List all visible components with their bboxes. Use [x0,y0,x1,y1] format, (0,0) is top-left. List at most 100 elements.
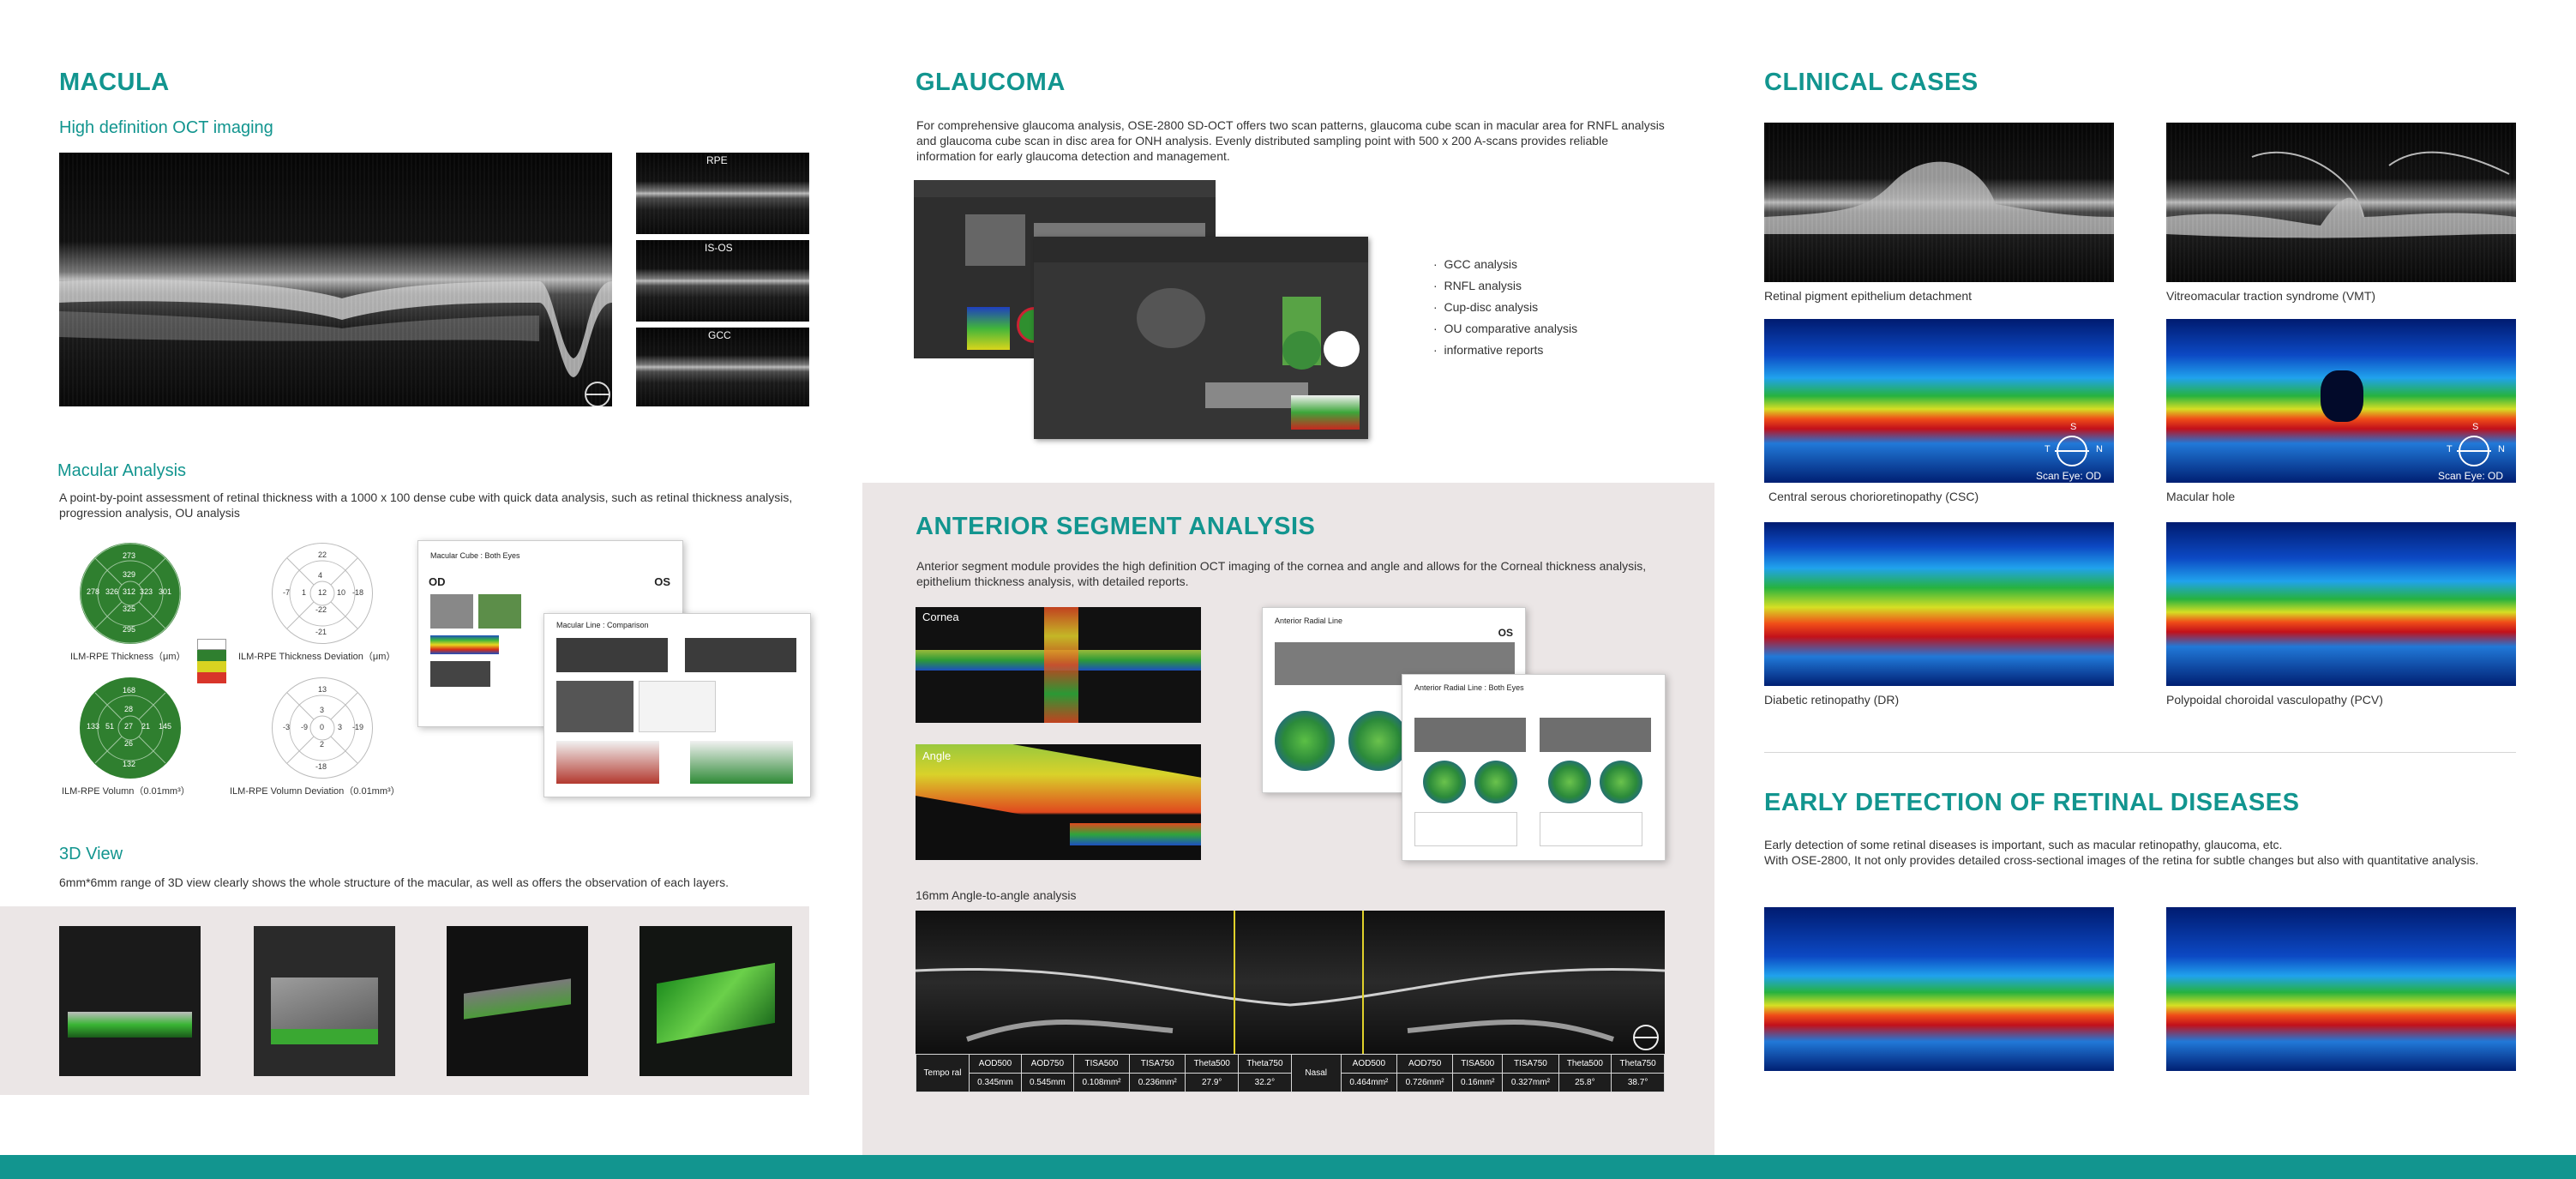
report-od: OD [429,575,446,588]
bullet-text: RNFL analysis [1444,279,1522,292]
table-cell: 27.9° [1185,1073,1240,1092]
glaucoma-bullet: · RNFL analysis [1433,279,1522,292]
report-title: Macular Line : Comparison [556,621,649,629]
case-caption: Polypoidal choroidal vasculopathy (PCV) [2166,693,2383,707]
gcc-label: GCC [708,329,731,341]
deviation-value: 1 [302,588,307,597]
scan-eye-label: Scan Eye: OD [2438,470,2504,482]
volume-value: 133 [87,722,100,731]
gcc-thumbnail: GCC [636,328,809,406]
3d-view-image-4 [639,926,792,1076]
glaucoma-text: For comprehensive glaucoma analysis, OSE… [916,118,1665,163]
thickness-map-label: ILM-RPE Thickness（μm） [70,652,186,662]
volume-value: 168 [123,686,136,695]
macular-line-report: Macular Line : Comparison [543,613,811,797]
glaucoma-bullet: · OU comparative analysis [1433,322,1578,335]
clinical-cases-title: CLINICAL CASES [1764,69,1979,96]
thickness-value: 312 [123,587,136,596]
volume-map: 168 51 27 21 26 133 145 132 28 [80,677,181,779]
report-os: OS [654,575,670,588]
deviation-value: -18 [352,588,364,597]
table-cell: 32.2° [1238,1073,1292,1092]
isos-label: IS-OS [705,242,733,254]
compass-n: N [2498,444,2505,454]
compass-t: T [2447,444,2453,454]
volume-deviation-value: 3 [338,723,343,731]
isos-thumbnail: IS-OS [636,240,809,322]
volume-value: 132 [123,760,136,768]
report-title: Macular Cube : Both Eyes [430,551,520,560]
table-cell: 0.236mm² [1129,1073,1186,1092]
early-detection-text-1: Early detection of some retinal diseases… [1764,838,2283,851]
table-cell: 0.464mm² [1340,1073,1397,1092]
case-caption: Diabetic retinopathy (DR) [1764,693,1900,707]
table-cell: 38.7° [1611,1073,1665,1092]
case-caption: Central serous chorioretinopathy (CSC) [1768,490,1979,503]
case-image-csc: S T N Scan Eye: OD [1764,319,2114,483]
early-detection-title: EARLY DETECTION OF RETINAL DISEASES [1764,789,2300,816]
glaucoma-title: GLAUCOMA [916,69,1066,96]
compass-s: S [2472,422,2479,432]
anterior-text: Anterior segment module provides the hig… [916,559,1647,588]
case-caption: Macular hole [2166,490,2236,503]
compass-n: N [2096,444,2103,454]
macular-analysis-title: Macular Analysis [57,461,187,480]
table-header-row: Tempo ral AOD500 AOD750 TISA500 TISA750 … [916,1054,1665,1092]
volume-deviation-map-label: ILM-RPE Volumn Deviation（0.01mm³） [230,786,400,797]
table-header: AOD750 [1020,1054,1074,1074]
angle-analysis-table: Tempo ral AOD500 AOD750 TISA500 TISA750 … [916,1054,1665,1092]
macula-oct-image [59,153,612,406]
case-image-macular-hole: S T N Scan Eye: OD [2166,319,2516,483]
volume-deviation-value: -19 [352,723,364,731]
early-detection-text-2: With OSE-2800, It not only provides deta… [1764,853,2479,867]
thickness-map: 312 329 326 323 325 273 278 301 295 [80,543,181,644]
table-cell: 0.327mm² [1502,1073,1559,1092]
compass-t: T [2045,444,2051,454]
table-header: AOD500 [969,1054,1022,1074]
deviation-value: 10 [337,588,346,597]
volume-value: 26 [124,739,134,748]
macular-analysis-text: A point-by-point assessment of retinal t… [59,490,793,520]
glaucoma-bullet: · GCC analysis [1433,257,1518,271]
table-header: Theta750 [1238,1054,1292,1074]
volume-value: 21 [141,722,151,731]
table-header: TISA750 [1129,1054,1186,1074]
volume-value: 145 [159,722,172,731]
volume-value: 27 [124,722,134,731]
angle-image: Angle [916,744,1201,860]
case-caption: Retinal pigment epithelium detachment [1764,289,1973,303]
report-os: OS [1498,627,1513,639]
report-title: Anterior Radial Line [1275,617,1343,625]
compass: S T N Scan Eye: OD [2036,422,2103,482]
temporal-label: Tempo ral [916,1054,970,1092]
compass: S T N Scan Eye: OD [2438,422,2505,482]
table-cell: 0.345mm [969,1073,1022,1092]
cornea-image: Cornea [916,607,1201,723]
angle-to-angle-caption: 16mm Angle-to-angle analysis [916,888,1077,902]
table-header: TISA750 [1502,1054,1559,1074]
deviation-value: -22 [315,605,327,614]
thickness-deviation-map: 22 -7 1 12 10 -22 -18 -21 4 [272,543,373,644]
case-caption: Vitreomacular traction syndrome (VMT) [2166,289,2376,303]
volume-deviation-map: 13 -3 0 3 2 -18 -9 -19 3 [272,677,373,779]
3d-view-image-2 [254,926,395,1076]
deviation-value: -7 [283,588,291,597]
thickness-value: 295 [123,625,136,634]
glaucoma-bullet: · Cup-disc analysis [1433,300,1539,314]
table-cell: 0.726mm² [1396,1073,1454,1092]
bullet-text: GCC analysis [1444,257,1518,271]
volume-deviation-value: -18 [315,762,327,771]
case-image-pcv [2166,522,2516,686]
volume-deviation-value: -9 [301,723,309,731]
deviation-value: -21 [315,628,327,636]
table-header: Theta500 [1185,1054,1240,1074]
bullet-text: informative reports [1444,343,1544,357]
3d-view-text: 6mm*6mm range of 3D view clearly shows t… [59,875,729,889]
table-header: AOD500 [1340,1054,1397,1074]
table-header: TISA500 [1072,1054,1131,1074]
early-detection-image-1 [1764,907,2114,1071]
thickness-value: 323 [140,587,153,596]
thickness-value: 326 [105,587,119,596]
table-header: Theta500 [1558,1054,1612,1074]
map-legend [197,639,226,683]
